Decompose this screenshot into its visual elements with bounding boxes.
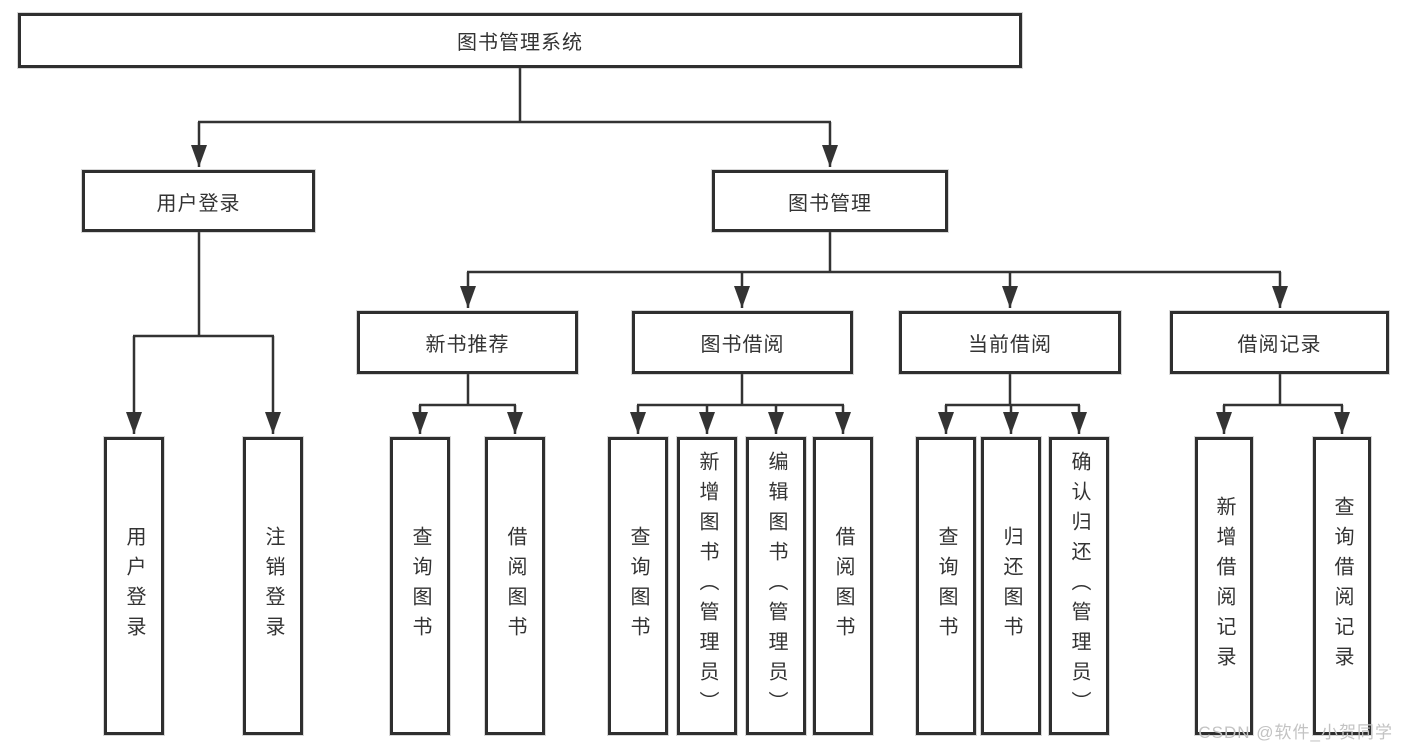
node-current-borrow-label: 当前借阅 xyxy=(968,334,1052,356)
node-book-management-label: 图书管理 xyxy=(788,192,872,215)
node-borrow-records-label: 借阅记录 xyxy=(1237,334,1322,356)
csdn-watermark: CSDN @软件_小贺同学 xyxy=(1198,723,1393,742)
leaf-borrow-books-label: 借阅图书 xyxy=(504,526,526,646)
leaf-borrow-books: 借阅图书 xyxy=(485,437,545,735)
leaf-user-login-label: 用户登录 xyxy=(123,526,145,646)
node-current-borrow: 当前借阅 xyxy=(899,311,1121,374)
node-borrow-records: 借阅记录 xyxy=(1170,311,1389,374)
leaf-return-book-label: 归还图书 xyxy=(1000,526,1022,646)
leaf-return-book: 归还图书 xyxy=(981,437,1041,735)
node-user-login-label: 用户登录 xyxy=(156,192,241,215)
leaf-confirm-return-admin-label: 确认归还（管理员） xyxy=(1068,451,1090,721)
leaf-query-borrow-record-label: 查询借阅记录 xyxy=(1331,496,1353,676)
leaf-add-book-admin-label: 新增图书（管理员） xyxy=(696,451,718,721)
leaf-edit-book-admin: 编辑图书（管理员） xyxy=(746,437,806,735)
leaf-query-borrow-record: 查询借阅记录 xyxy=(1313,437,1371,735)
node-root: 图书管理系统 xyxy=(18,13,1022,68)
node-book-management: 图书管理 xyxy=(712,170,948,232)
leaf-borrow-books-label: 借阅图书 xyxy=(832,526,854,646)
leaf-query-books: 查询图书 xyxy=(390,437,450,735)
node-book-borrow-label: 图书借阅 xyxy=(700,334,785,356)
node-book-borrow: 图书借阅 xyxy=(632,311,853,374)
leaf-borrow-books: 借阅图书 xyxy=(813,437,873,735)
leaf-add-borrow-record-label: 新增借阅记录 xyxy=(1213,496,1235,676)
leaf-user-login: 用户登录 xyxy=(104,437,164,735)
node-root-label: 图书管理系统 xyxy=(457,32,583,54)
leaf-add-borrow-record: 新增借阅记录 xyxy=(1195,437,1253,735)
leaf-query-books-label: 查询图书 xyxy=(627,526,649,646)
leaf-query-books: 查询图书 xyxy=(916,437,976,735)
node-new-book-recommend: 新书推荐 xyxy=(357,311,578,374)
leaf-edit-book-admin-label: 编辑图书（管理员） xyxy=(765,451,787,721)
leaf-query-books-label: 查询图书 xyxy=(409,526,431,646)
leaf-query-books: 查询图书 xyxy=(608,437,668,735)
leaf-add-book-admin: 新增图书（管理员） xyxy=(677,437,737,735)
leaf-confirm-return-admin: 确认归还（管理员） xyxy=(1049,437,1109,735)
leaf-query-books-label: 查询图书 xyxy=(935,526,957,646)
leaf-logout-label: 注销登录 xyxy=(262,526,284,646)
node-new-book-recommend-label: 新书推荐 xyxy=(425,334,510,356)
node-user-login: 用户登录 xyxy=(82,170,315,232)
leaf-logout: 注销登录 xyxy=(243,437,303,735)
